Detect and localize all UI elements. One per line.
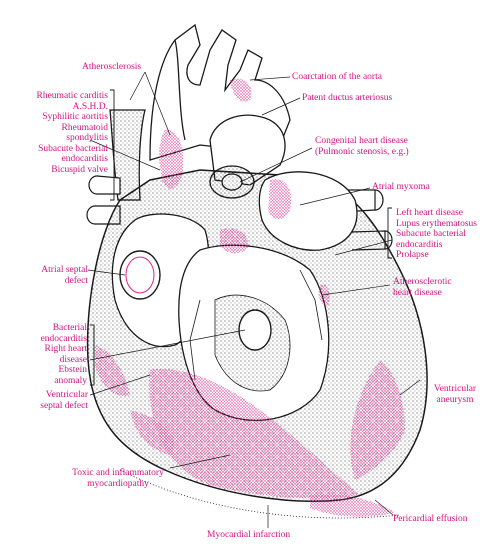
pathology-highlights bbox=[95, 78, 405, 517]
label-atrial-myxoma: Atrial myxoma bbox=[372, 182, 430, 192]
label-coarctation: Coarctation of the aorta bbox=[292, 72, 382, 82]
label-patent-ductus: Patent ductus arteriosus bbox=[302, 93, 393, 103]
leader-lines bbox=[87, 71, 421, 528]
label-ventricular-aneurysm: Ventricular aneurysm bbox=[433, 384, 477, 405]
label-atrial-septal: Atrial septal defect bbox=[41, 265, 88, 286]
atrial-septal-defect bbox=[119, 250, 161, 300]
label-atherosclerotic-hd: Atherosclerotic heart disease bbox=[393, 277, 452, 298]
label-ventricular-septal: Ventricular septal defect bbox=[40, 390, 88, 411]
label-rheumatic-group: Rheumatic carditis A.S.H.D. Syphilitic a… bbox=[36, 91, 109, 175]
label-pericardial: Pericardial effusion bbox=[393, 514, 468, 524]
label-toxic: Toxic and inflammatory myocardiopathy bbox=[72, 468, 164, 489]
label-myocardial: Myocardial infarction bbox=[207, 530, 291, 540]
label-atherosclerosis: Atherosclerosis bbox=[82, 62, 142, 72]
valve-opening bbox=[238, 309, 272, 351]
label-brackets bbox=[90, 89, 392, 386]
label-congenital: Congenital heart disease (Pulmonic steno… bbox=[315, 136, 409, 157]
label-left-heart-group: Left heart disease Lupus erythematosus S… bbox=[396, 208, 478, 260]
label-bacterial-group: Bacterial endocarditis Right heart disea… bbox=[40, 323, 87, 386]
